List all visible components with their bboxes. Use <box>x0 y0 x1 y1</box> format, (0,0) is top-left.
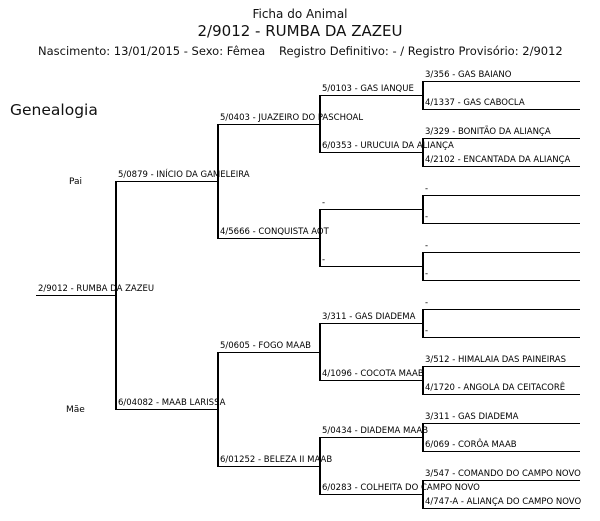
connector-line <box>116 181 218 182</box>
connector-line <box>423 451 580 452</box>
connector-line <box>423 109 580 110</box>
ancestor-node: - <box>425 212 429 222</box>
connector-line <box>423 252 580 253</box>
bracket-line <box>422 366 424 395</box>
connector-line <box>423 280 580 281</box>
ancestor-node: 3/512 - HIMALAIA DAS PAINEIRAS <box>425 355 567 365</box>
connector-line <box>423 394 580 395</box>
connector-line <box>423 166 580 167</box>
connector-line <box>218 124 320 125</box>
connector-line <box>423 223 580 224</box>
grandparent-node: 4/5666 - CONQUISTA AOT <box>220 227 329 237</box>
ancestor-node: - <box>425 326 429 336</box>
bracket-line <box>422 480 424 509</box>
bracket-line <box>422 138 424 167</box>
connector-line <box>423 81 580 82</box>
great-grandparent-node: 3/311 - GAS DIADEMA <box>322 312 416 322</box>
great-grandparent-node: - <box>322 198 326 208</box>
connector-line <box>423 195 580 196</box>
grandparent-node: 5/0403 - JUAZEIRO DO PASCHOAL <box>220 113 364 123</box>
connector-line <box>320 437 423 438</box>
connector-line <box>320 266 423 267</box>
ancestor-node: 3/311 - GAS DIADEMA <box>425 412 519 422</box>
great-grandparent-node: 5/0434 - DIADEMA MAAB <box>322 426 429 436</box>
bracket-line <box>422 309 424 338</box>
connector-line <box>320 494 423 495</box>
parent-node: 5/0879 - INÍCIO DA GAMELEIRA <box>118 170 250 180</box>
ancestor-node: 4/747-A - ALIANÇA DO CAMPO NOVO <box>425 497 582 507</box>
great-grandparent-node: 6/0353 - URUCUIA DA ALIANÇA <box>322 141 454 151</box>
ancestor-node: 4/2102 - ENCANTADA DA ALIANÇA <box>425 155 571 165</box>
great-grandparent-node: 6/0283 - COLHEITA DO CAMPO NOVO <box>322 483 480 493</box>
genealogy-heading: Genealogia <box>10 101 98 119</box>
bracket-line <box>319 437 321 495</box>
connector-line <box>36 295 116 296</box>
ancestor-node: 6/069 - CORÔA MAAB <box>425 440 517 450</box>
great-grandparent-node: - <box>322 255 326 265</box>
ancestor-node: 3/329 - BONITÃO DA ALIANÇA <box>425 127 551 137</box>
connector-line <box>218 238 320 239</box>
bracket-line <box>217 352 219 467</box>
connector-line <box>320 380 423 381</box>
connector-line <box>320 323 423 324</box>
subject-node: 2/9012 - RUMBA DA ZAZEU <box>38 284 155 294</box>
connector-line <box>423 423 580 424</box>
connector-line <box>116 409 218 410</box>
ancestor-node: 4/1337 - GAS CABOCLA <box>425 98 525 108</box>
connector-line <box>320 95 423 96</box>
registry-info: Registro Definitivo: - / Registro Provis… <box>279 44 563 58</box>
connector-line <box>423 138 580 139</box>
connector-line <box>423 366 580 367</box>
connector-line <box>423 480 580 481</box>
connector-line <box>423 508 580 509</box>
bracket-line <box>422 423 424 452</box>
ancestor-node: 3/547 - COMANDO DO CAMPO NOVO <box>425 469 581 479</box>
dam-side-label: Mãe <box>66 405 85 415</box>
connector-line <box>423 337 580 338</box>
ancestor-node: - <box>425 269 429 279</box>
ancestor-node: 4/1720 - ANGOLA DA CEITACORÊ <box>425 383 566 393</box>
bracket-line <box>217 124 219 239</box>
sire-side-label: Pai <box>69 177 83 187</box>
ancestor-node: - <box>425 298 429 308</box>
connector-line <box>218 352 320 353</box>
grandparent-node: 5/0605 - FOGO MAAB <box>220 341 311 351</box>
parent-node: 6/04082 - MAAB LARISSA <box>118 398 226 408</box>
grandparent-node: 6/01252 - BELEZA II MAAB <box>220 455 333 465</box>
bracket-line <box>115 181 117 410</box>
connector-line <box>320 209 423 210</box>
record-title: Ficha do Animal <box>252 7 348 21</box>
connector-line <box>320 152 423 153</box>
bracket-line <box>319 323 321 381</box>
ancestor-node: - <box>425 184 429 194</box>
bracket-line <box>319 209 321 267</box>
animal-name-heading: 2/9012 - RUMBA DA ZAZEU <box>197 22 403 40</box>
great-grandparent-node: 4/1096 - COCOTA MAAB <box>322 369 424 379</box>
bracket-line <box>422 195 424 224</box>
ancestor-node: 3/356 - GAS BAIANO <box>425 70 512 80</box>
ancestor-node: - <box>425 241 429 251</box>
connector-line <box>423 309 580 310</box>
connector-line <box>218 466 320 467</box>
bracket-line <box>422 252 424 281</box>
bracket-line <box>319 95 321 153</box>
bracket-line <box>422 81 424 110</box>
birth-and-sex: Nascimento: 13/01/2015 - Sexo: Fêmea <box>38 44 266 58</box>
great-grandparent-node: 5/0103 - GAS IANQUE <box>322 84 414 94</box>
